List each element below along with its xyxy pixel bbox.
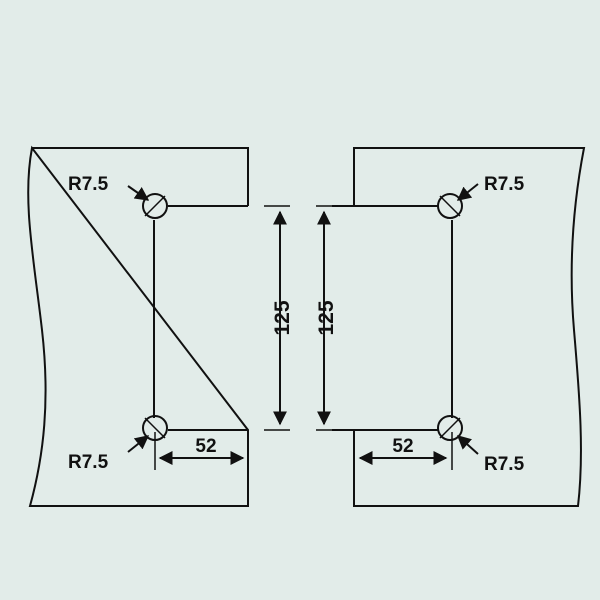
right-height-label: 125 [315, 300, 338, 335]
left-bottom-radius-leader [127, 435, 150, 453]
right-bottom-radius-corner [437, 415, 463, 441]
left-top-radius-label: R7.5 [68, 174, 109, 195]
right-panel-outline [353, 147, 586, 507]
left-glass-panel: R7.5 R7.5 52 125 [27, 145, 294, 507]
right-glass-panel: R7.5 R7.5 52 125 [315, 147, 586, 507]
right-width-label: 52 [392, 436, 413, 457]
right-top-radius-leader [456, 183, 479, 201]
left-panel-outline [27, 145, 249, 507]
left-height-label: 125 [271, 300, 294, 335]
right-bottom-radius-leader [456, 435, 479, 455]
left-bottom-radius-label: R7.5 [68, 452, 109, 473]
left-top-radius-leader [127, 185, 150, 201]
left-width-label: 52 [195, 436, 216, 457]
right-bottom-radius-label: R7.5 [484, 454, 525, 475]
right-top-radius-label: R7.5 [484, 174, 525, 195]
left-top-radius-corner [142, 193, 168, 219]
right-top-radius-corner [437, 193, 463, 219]
